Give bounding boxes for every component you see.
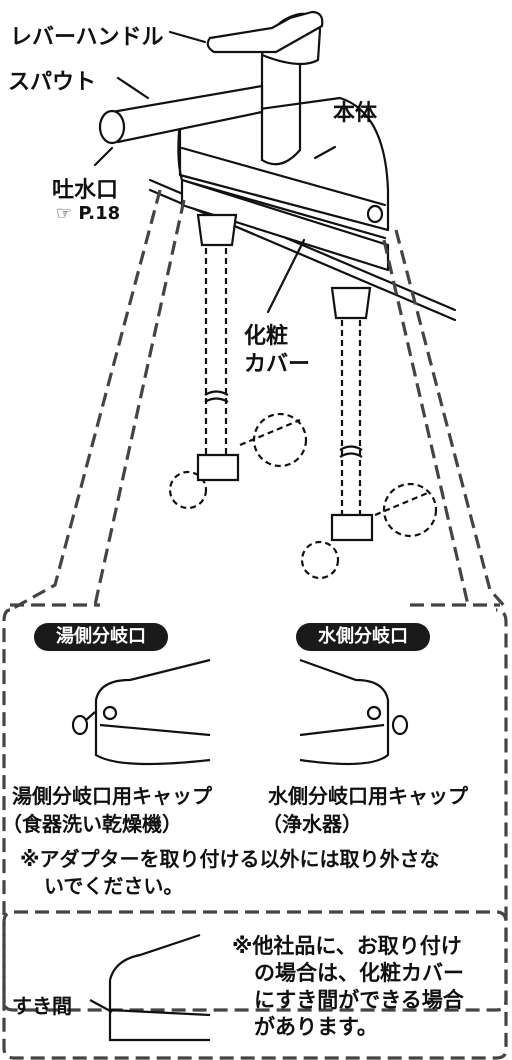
gap-note-line3: にすき間ができる場合	[254, 988, 464, 1012]
spout-outlet-label: 吐水口	[52, 178, 119, 203]
lever-handle	[206, 10, 324, 54]
cold-cap-label-line1: 水側分岐口用キャップ	[268, 784, 468, 808]
hot-cap-label-line2: （食器洗い乾燥機）	[2, 812, 182, 836]
gap-note-line4: があります。	[254, 1015, 378, 1039]
cold-cap-label-line2: （浄水器）	[262, 812, 362, 836]
cold-hose	[340, 300, 362, 530]
branch-box-border	[2, 608, 508, 1012]
decorative-cover-label-line1: 化粧	[244, 324, 289, 349]
branch-note-line2: いでください。	[44, 874, 184, 898]
gap-illustration	[89, 933, 211, 1042]
hot-cap-label-line1: 湯側分岐口用キャップ	[12, 784, 212, 808]
spout-label: スパウト	[8, 70, 97, 95]
decorative-cover	[180, 178, 390, 272]
cold-branch-illustration	[299, 658, 409, 766]
hot-branch-illustration	[71, 658, 211, 766]
hot-hose	[204, 228, 228, 470]
hot-branch-badge: 湯側分岐口	[34, 623, 168, 651]
decorative-cover-label-line2: カバー	[244, 352, 311, 377]
gap-label: すき間	[12, 994, 72, 1018]
cold-branch-badge: 水側分岐口	[296, 623, 430, 651]
branch-note-line1: ※アダプターを取り付ける以外には取り外さな	[20, 847, 440, 871]
faucet-body	[177, 10, 390, 240]
lever-handle-label: レバーハンドル	[10, 25, 164, 50]
gap-note-line2: の場合は、化粧カバー	[254, 961, 464, 985]
page-ref-text: P.18	[78, 203, 121, 224]
spout	[98, 84, 264, 145]
pointing-hand-icon: ☞	[56, 203, 73, 224]
page-ref: ☞ P.18	[56, 203, 120, 224]
gap-note-line1: ※他社品に、お取り付け	[232, 934, 462, 958]
gap-box-border	[2, 910, 508, 1060]
body-label: 本体	[333, 101, 378, 126]
